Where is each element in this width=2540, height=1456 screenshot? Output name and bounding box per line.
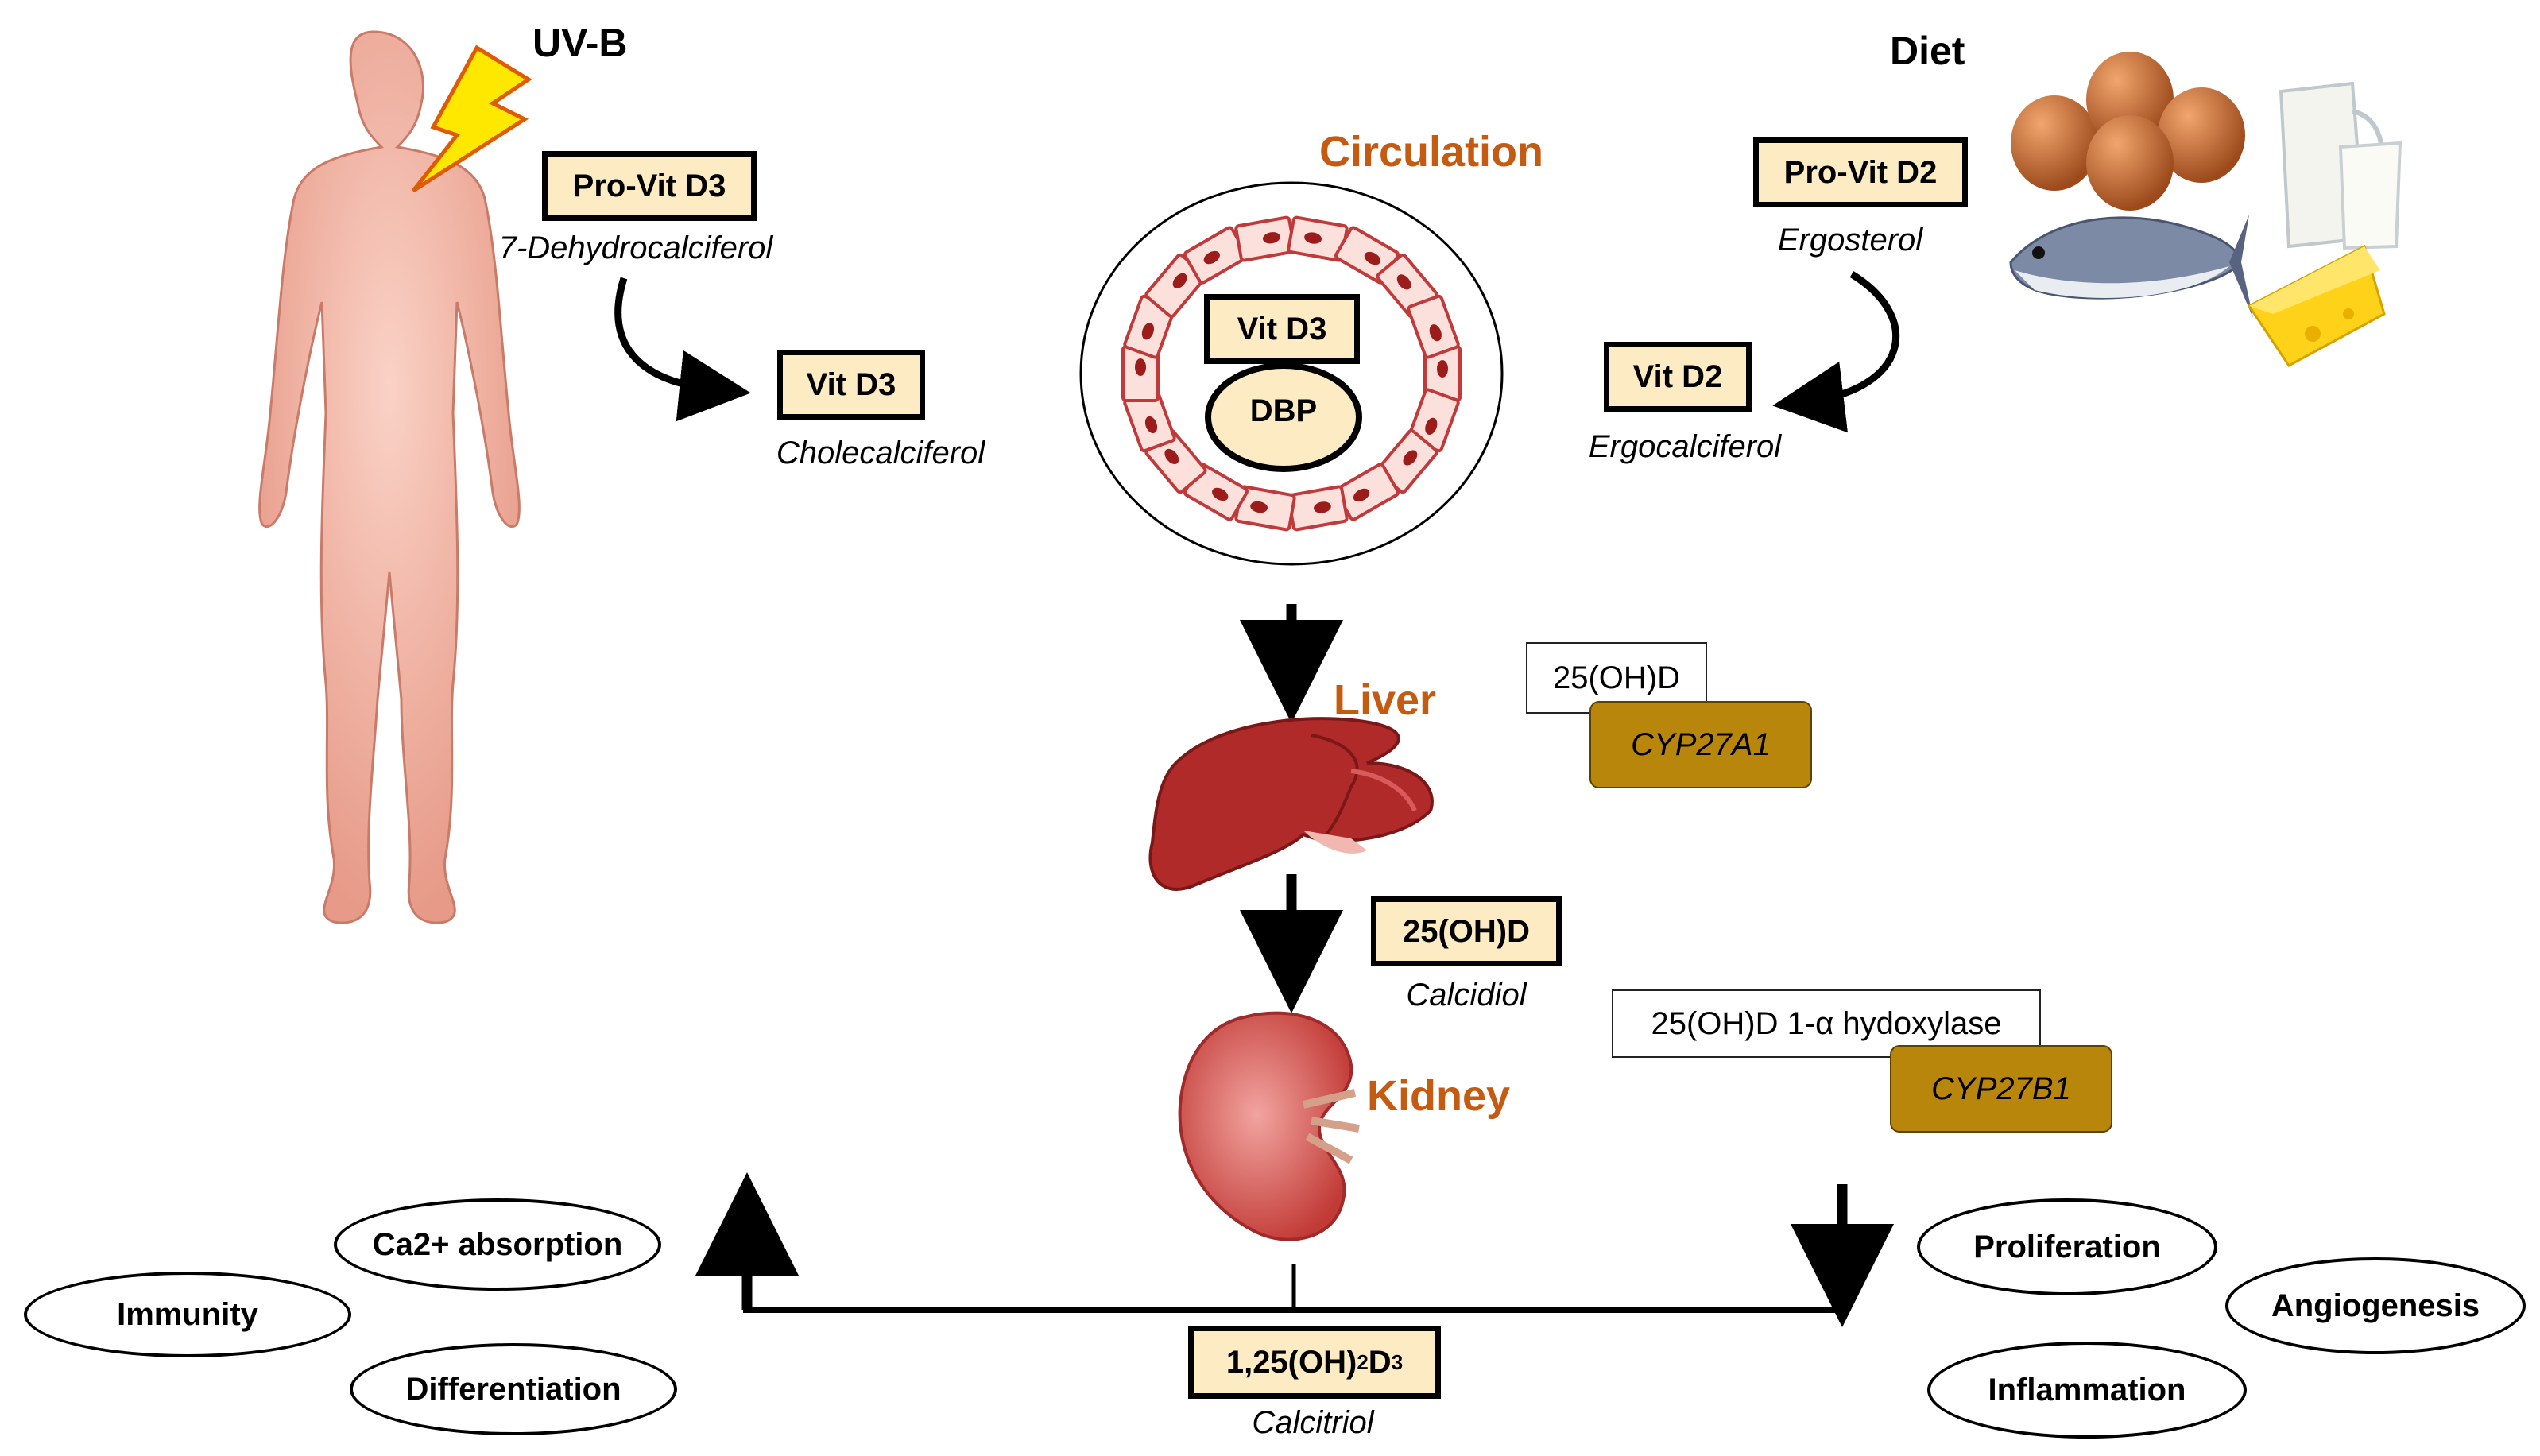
calcitriol-desc: Calcitriol: [1252, 1405, 1374, 1440]
vessel-cell: [1144, 253, 1207, 318]
effect-inflammation: Inflammation: [1927, 1342, 2247, 1439]
provitd3-desc: 7-Dehydrocalciferol: [498, 230, 773, 265]
arrow-provitd3-to-vitd3: [614, 277, 751, 422]
cyp27a1-box: CYP27A1: [1589, 701, 1812, 788]
calcitriol-sub1: 2: [1357, 1350, 1369, 1374]
dbp-label: DBP: [1249, 393, 1318, 428]
vessel-cell: [1334, 226, 1400, 285]
effect-angiogenesis: Angiogenesis: [2225, 1257, 2526, 1354]
human-figure-icon: [258, 30, 521, 924]
milk-icon: [2279, 81, 2403, 250]
effect-immunity: Immunity: [24, 1272, 351, 1357]
blood-vessel-diagram: [1079, 181, 1504, 566]
calcitriol-name-main: 1,25(OH): [1225, 1344, 1357, 1380]
effect-proliferation: Proliferation: [1917, 1198, 2217, 1295]
cheese-icon: [2247, 244, 2386, 367]
calcitriol-sub2: 3: [1391, 1350, 1404, 1374]
provitd2-desc: Ergosterol: [1777, 223, 1923, 258]
kidney-icon: [1178, 1011, 1360, 1241]
vessel-cell: [1407, 294, 1460, 359]
kidney-label: Kidney: [1367, 1072, 1511, 1120]
vessel-cell: [1287, 215, 1349, 262]
circulation-vitd3-box: Vit D3: [1204, 294, 1360, 364]
vessel-cell: [1287, 485, 1349, 532]
vitd3-desc: Cholecalciferol: [776, 436, 985, 470]
eggs-icon: [2011, 52, 2245, 211]
vitd2-box: Vit D2: [1604, 342, 1752, 412]
uvb-label: UV-B: [532, 21, 628, 65]
calcitriol-name-mid: D: [1368, 1344, 1392, 1380]
vitd2-desc: Ergocalciferol: [1588, 429, 1782, 464]
cyp27b1-box: CYP27B1: [1890, 1045, 2112, 1133]
calcidiol-desc: Calcidiol: [1406, 978, 1527, 1013]
arrow-provitd2-to-vitd2: [1772, 271, 1899, 433]
fish-icon: [2009, 215, 2253, 318]
effect-differentiation: Differentiation: [350, 1343, 677, 1435]
circulation-title: Circulation: [1319, 128, 1544, 176]
liver-icon: [1148, 717, 1434, 891]
lightning-icon: [412, 45, 532, 193]
calcidiol-box: 25(OH)D: [1371, 896, 1562, 966]
vitd3-box: Vit D3: [777, 350, 925, 420]
provitd2-box: Pro-Vit D2: [1753, 137, 1968, 207]
diet-label: Diet: [1890, 29, 1965, 73]
vessel-cell: [1234, 215, 1296, 262]
provitd3-box: Pro-Vit D3: [542, 151, 757, 221]
vessel-cell: [1123, 388, 1176, 453]
liver-label: Liver: [1334, 676, 1437, 724]
effect-ca-absorption: Ca2+ absorption: [334, 1198, 661, 1291]
